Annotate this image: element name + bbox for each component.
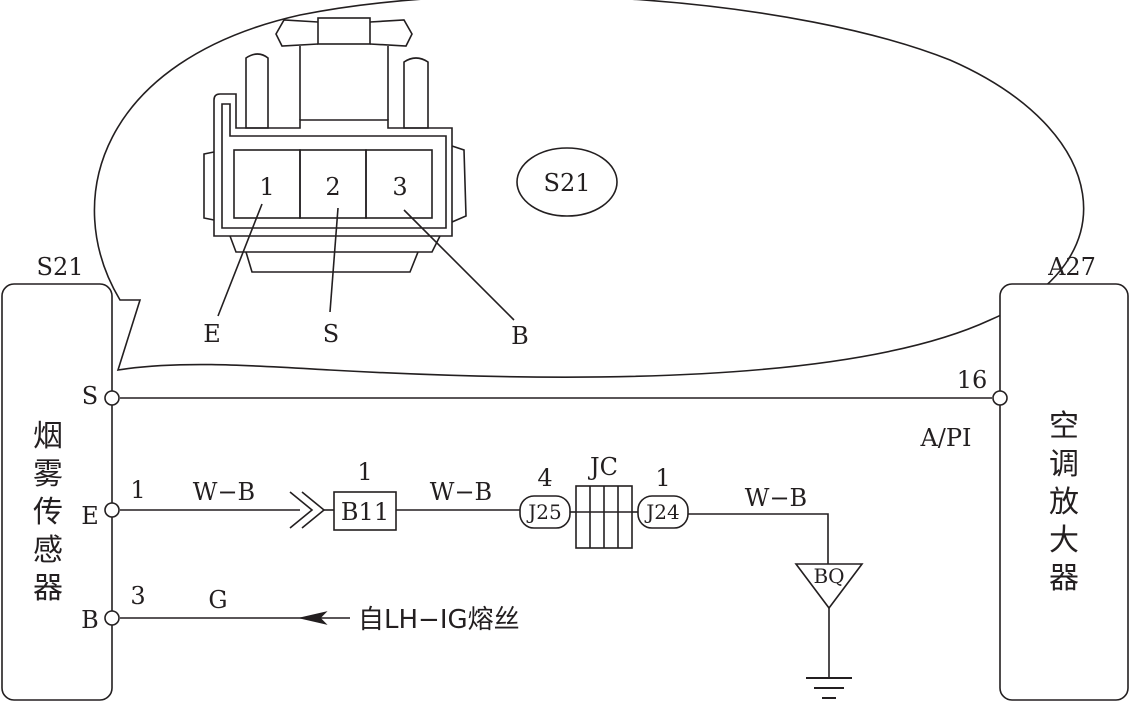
wire-b-arrow-icon	[299, 611, 328, 625]
connector-b11-name: B11	[341, 498, 389, 526]
leader-line-b	[403, 209, 515, 321]
pin-number-b: 3	[130, 582, 145, 610]
sensor-box	[1, 283, 113, 701]
sensor-name-char-2: 雾	[33, 457, 63, 492]
terminal-name-e: E	[203, 320, 221, 348]
connector-j24-name: J24	[644, 500, 679, 524]
callout-bubble	[93, 0, 1085, 378]
connector-id-badge-text: S21	[544, 169, 591, 197]
connector-drawing	[203, 17, 467, 273]
amplifier-pin-label: A/PI	[919, 424, 971, 452]
terminal-number-3: 3	[392, 173, 407, 201]
amplifier-name-char-5: 器	[1049, 561, 1079, 596]
wire-b-color: G	[208, 586, 227, 614]
connector-j25-pin: 4	[537, 464, 552, 492]
terminal-cell-3	[365, 149, 433, 219]
smoke-sensor: S21 烟 雾 传 感 器 S E B 1 3	[1, 253, 146, 701]
pin-terminal-b	[104, 610, 120, 626]
pin-label-e: E	[81, 502, 99, 530]
terminal-name-s: S	[323, 320, 339, 348]
ground-point-bq-label: BQ	[813, 564, 844, 588]
leader-line-s	[329, 207, 339, 313]
connector-latch-center	[317, 17, 371, 45]
connector-j24-pin: 1	[655, 464, 670, 492]
amplifier-name-char-1: 空	[1049, 409, 1079, 444]
terminal-number-2: 2	[325, 173, 340, 201]
connector-b11-pin: 1	[357, 458, 372, 486]
amplifier-name-char-2: 调	[1049, 447, 1079, 482]
sensor-id: S21	[37, 253, 84, 281]
connector-b11-box	[333, 491, 397, 531]
pin-label-s: S	[82, 382, 98, 410]
connector-callout: 1 2 3 E S B S21	[93, 0, 1085, 378]
amplifier-name-char-4: 大	[1049, 523, 1079, 558]
ac-amplifier: A27 空 调 放 大 器 16 A/PI	[919, 253, 1129, 701]
pin-terminal-s	[104, 390, 120, 406]
junction-jc-name: JC	[587, 453, 618, 481]
amplifier-pin-number: 16	[957, 366, 988, 394]
pin-terminal-e	[104, 502, 120, 518]
wire-e-color-3: W−B	[745, 484, 807, 512]
wire-e-segment-3	[688, 513, 829, 564]
wire-e-color-2: W−B	[430, 478, 492, 506]
wire-b: G 自LH−IG熔丝	[104, 586, 520, 635]
wire-e: W−B B11 1 W−B J25 4 JC J24 1 W−B BQ	[104, 453, 864, 699]
sensor-name-char-4: 感	[33, 533, 63, 568]
amplifier-id: A27	[1047, 253, 1096, 281]
connector-id-badge	[516, 147, 618, 217]
amplifier-box	[999, 283, 1129, 701]
wire-s	[104, 390, 1008, 406]
connector-j24-box	[637, 495, 689, 529]
ground-icon	[806, 677, 852, 699]
sensor-name-char-5: 器	[33, 571, 63, 606]
pin-terminal-16	[992, 390, 1008, 406]
connector-j25-name: J25	[526, 500, 561, 524]
terminal-number-1: 1	[259, 173, 274, 201]
sensor-name-char-3: 传	[33, 495, 63, 530]
wire-e-color-1: W−B	[193, 478, 255, 506]
pin-number-e: 1	[130, 476, 145, 504]
sensor-name-char-1: 烟	[33, 419, 63, 454]
amplifier-name-char-3: 放	[1049, 485, 1079, 520]
pin-label-b: B	[81, 606, 99, 634]
leader-line-e	[217, 203, 263, 317]
wire-b-source: 自LH−IG熔丝	[358, 605, 520, 635]
ground-point-bq-triangle	[794, 563, 864, 610]
terminal-name-b: B	[511, 322, 529, 350]
